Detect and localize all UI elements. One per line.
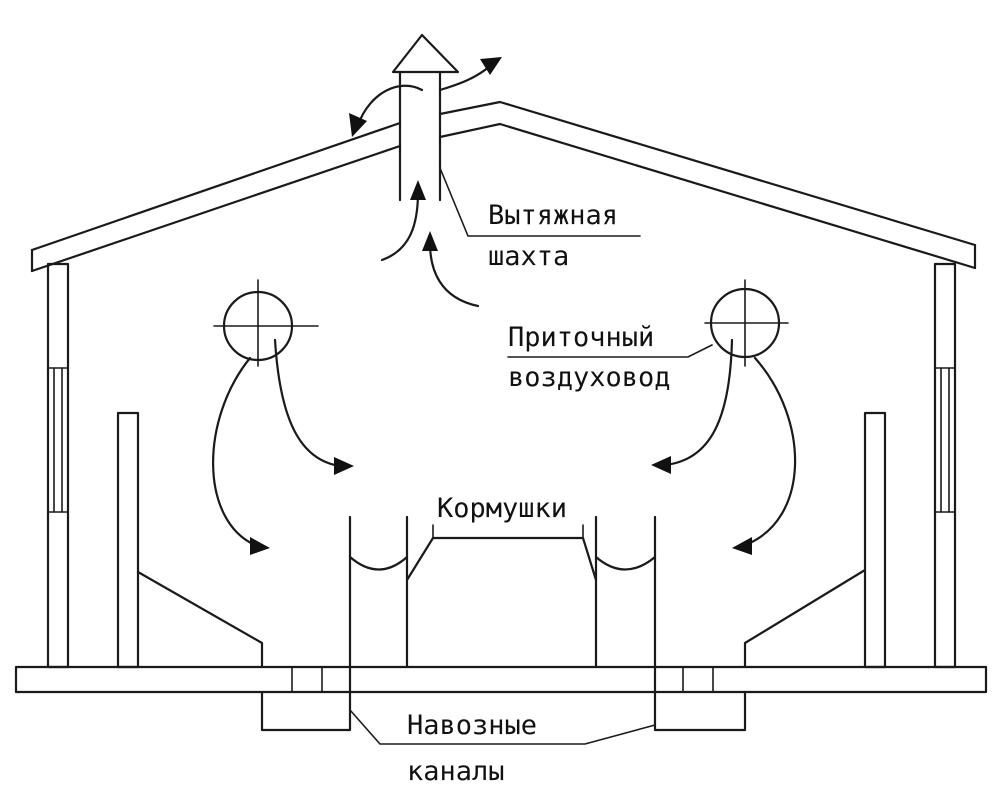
left-manure-channel	[260, 666, 352, 732]
supply-duct-label-line1: Приточный	[508, 322, 654, 353]
leader-lines	[349, 167, 713, 745]
right-wall	[933, 262, 957, 669]
feeders-label: Кормушки	[437, 493, 567, 524]
right-supply-duct	[704, 279, 789, 367]
roof	[30, 100, 977, 273]
feeders	[348, 515, 657, 694]
left-supply-duct	[213, 279, 319, 367]
manure-channels-label-line2: каналы	[407, 756, 505, 787]
left-partition	[116, 411, 264, 669]
exhaust-shaft	[391, 33, 460, 202]
right-partition	[743, 411, 887, 669]
right-manure-channel	[653, 666, 747, 732]
manure-channels-label-line1: Навозные	[407, 710, 537, 741]
exhaust-shaft-label-line1: Вытяжная	[488, 200, 618, 231]
airflow-arrows	[212, 57, 797, 555]
exhaust-shaft-label-line2: шахта	[488, 241, 569, 272]
left-wall	[46, 262, 70, 669]
floor-slab	[14, 665, 988, 694]
supply-duct-label-line2: воздуховод	[508, 362, 671, 393]
